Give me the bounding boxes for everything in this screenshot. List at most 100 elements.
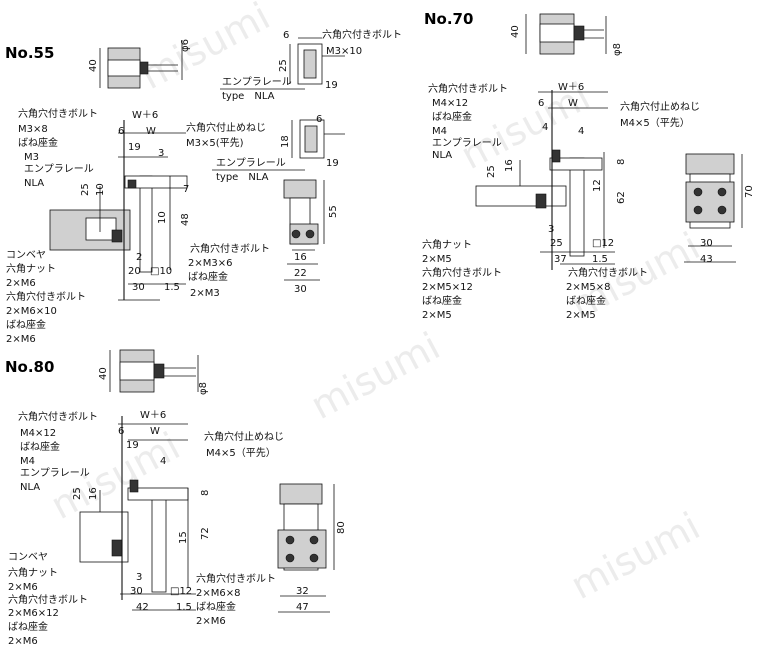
diagram-no55: No.55 40 φ6 六角穴付きボルト M3×10 6 25 19 エンプラレ… xyxy=(5,28,402,345)
no80-set-screw: 六角穴付止めねじ xyxy=(204,430,284,443)
no55-middle-19: 19 xyxy=(326,158,339,169)
no80-dim-6: 6 xyxy=(118,426,124,437)
no80-bolt2-spec-1: 2×M6×12 xyxy=(8,608,59,619)
no80-bolt2-spec-2: ばね座金 xyxy=(8,620,48,633)
no70-bolt-spec-1: M4×12 xyxy=(432,98,468,109)
no80-top-diameter: φ8 xyxy=(198,382,209,395)
no55-tr-type: type NLA xyxy=(222,91,275,102)
no80-dim-3: 3 xyxy=(136,572,142,583)
no55-dim-30: 30 xyxy=(132,282,145,293)
no70-set-screw-spec: M4×5（平先） xyxy=(620,117,690,129)
no55-dim-7: 7 xyxy=(183,184,189,195)
no80-side-47: 47 xyxy=(296,602,309,613)
no55-nut-spec: 2×M6 xyxy=(6,278,36,289)
no80-side-32: 32 xyxy=(296,586,309,597)
watermark-6: misumi xyxy=(564,504,707,608)
no70-bolt3-spec-1: 2×M5×8 xyxy=(566,282,610,293)
no80-bolt-label: 六角穴付きボルト xyxy=(18,410,98,423)
no55-m3: M3 xyxy=(24,152,39,163)
no70-sq12: □12 xyxy=(592,238,614,249)
no55-side-view xyxy=(283,179,325,281)
no80-bolt3-spec-3: 2×M6 xyxy=(196,616,226,627)
no55-main-section xyxy=(49,120,188,301)
no70-top-diameter: φ8 xyxy=(612,43,623,56)
no70-top-view xyxy=(525,13,607,55)
no55-dim-25: 25 xyxy=(80,183,91,196)
no70-dim-1-5: 1.5 xyxy=(592,254,608,265)
no55-nut: 六角ナット xyxy=(6,263,56,275)
no55-bolt3-spec-1: 2×M3×6 xyxy=(188,258,232,269)
no80-top-view xyxy=(109,349,199,393)
no70-dim-16: 16 xyxy=(504,159,515,172)
no55-dim-19: 19 xyxy=(128,142,141,153)
no70-nla: NLA xyxy=(432,150,452,161)
no80-bolt3-spec-1: 2×M6×8 xyxy=(196,588,240,599)
no55-tr-19: 19 xyxy=(325,80,338,91)
no55-bolt3-spec-2: ばね座金 xyxy=(188,270,228,283)
no80-top-height: 40 xyxy=(98,367,109,380)
no55-dim-20: 20 xyxy=(128,266,141,277)
no70-bolt2-spec-2: ばね座金 xyxy=(422,294,462,307)
no80-dim-8: 8 xyxy=(200,490,211,496)
no55-dim-2: 2 xyxy=(136,252,142,263)
diagram-no80: No.80 40 φ8 六角穴付きボルト M4×12 xyxy=(5,349,347,647)
no55-dim-6: 6 xyxy=(118,126,124,137)
no80-bolt3: 六角穴付きボルト xyxy=(196,572,276,585)
no70-set-screw: 六角穴付止めねじ xyxy=(620,100,700,113)
no55-side-55: 55 xyxy=(328,205,339,218)
no70-dim-4b: 4 xyxy=(578,126,584,137)
no80-dim-16: 16 xyxy=(88,487,99,500)
no70-main-section xyxy=(475,90,615,270)
no80-nut: 六角ナット xyxy=(8,567,58,579)
no55-rail-detail-2 xyxy=(212,119,345,171)
no55-bolt2-spec-3: 2×M6 xyxy=(6,334,36,345)
no70-side-43: 43 xyxy=(700,254,713,265)
no80-dim-30: 30 xyxy=(130,586,143,597)
no70-dim-6: 6 xyxy=(538,98,544,109)
no80-sq12: □12 xyxy=(170,586,192,597)
no55-bolt2-spec-1: 2×M6×10 xyxy=(6,306,57,317)
no80-bolt2-spec-3: 2×M6 xyxy=(8,636,38,647)
no70-dim-25: 25 xyxy=(486,165,497,178)
no55-sq10: □10 xyxy=(150,266,172,277)
no70-side-70: 70 xyxy=(744,185,755,198)
no70-bolt3-spec-2: ばね座金 xyxy=(566,294,606,307)
no80-dim-1-5: 1.5 xyxy=(176,602,192,613)
no55-rail-detail-1 xyxy=(220,37,345,90)
no70-dim-25b: 25 xyxy=(550,238,563,249)
no70-dim-12: 12 xyxy=(592,179,603,192)
no55-dim-1-5: 1.5 xyxy=(164,282,180,293)
no55-side-16: 16 xyxy=(294,252,307,263)
no70-dim-3: 3 xyxy=(548,224,554,235)
no70-bolt-label: 六角穴付きボルト xyxy=(428,82,508,95)
no80-title: No.80 xyxy=(5,358,54,376)
no70-nut-spec: 2×M5 xyxy=(422,254,452,265)
no55-top-diameter: φ6 xyxy=(180,39,191,52)
no55-middle-type: type NLA xyxy=(216,172,269,183)
no55-set-screw-spec: M3×5(平先) xyxy=(186,137,244,149)
no55-w: W xyxy=(146,126,156,137)
no80-set-screw-spec: M4×5（平先） xyxy=(206,447,276,459)
no80-bolt-spec-1: M4×12 xyxy=(20,428,56,439)
no55-side-22: 22 xyxy=(294,268,307,279)
no70-bolt3: 六角穴付きボルト xyxy=(568,266,648,279)
no70-m4: M4 xyxy=(432,126,447,137)
no55-w6: W＋6 xyxy=(132,110,158,121)
no70-side-30: 30 xyxy=(700,238,713,249)
no70-dim-37: 37 xyxy=(554,254,567,265)
no55-tr-6: 6 xyxy=(283,30,289,41)
no80-dim-15: 15 xyxy=(178,531,189,544)
no55-bolt-label: 六角穴付きボルト xyxy=(18,107,98,120)
no55-conveyor: コンベヤ xyxy=(6,249,46,261)
no55-tr-rail: エンプラレール xyxy=(222,76,292,88)
no80-w6: W＋6 xyxy=(140,410,166,421)
no55-side-30: 30 xyxy=(294,284,307,295)
no80-dim-4: 4 xyxy=(160,456,166,467)
no70-w: W xyxy=(568,98,578,109)
no55-bolt-spec-1: M3×8 xyxy=(18,124,48,135)
no80-side-view xyxy=(277,483,335,613)
no70-dim-8: 8 xyxy=(616,159,627,165)
no70-dim-62: 62 xyxy=(616,191,627,204)
no70-bolt2: 六角穴付きボルト xyxy=(422,266,502,279)
